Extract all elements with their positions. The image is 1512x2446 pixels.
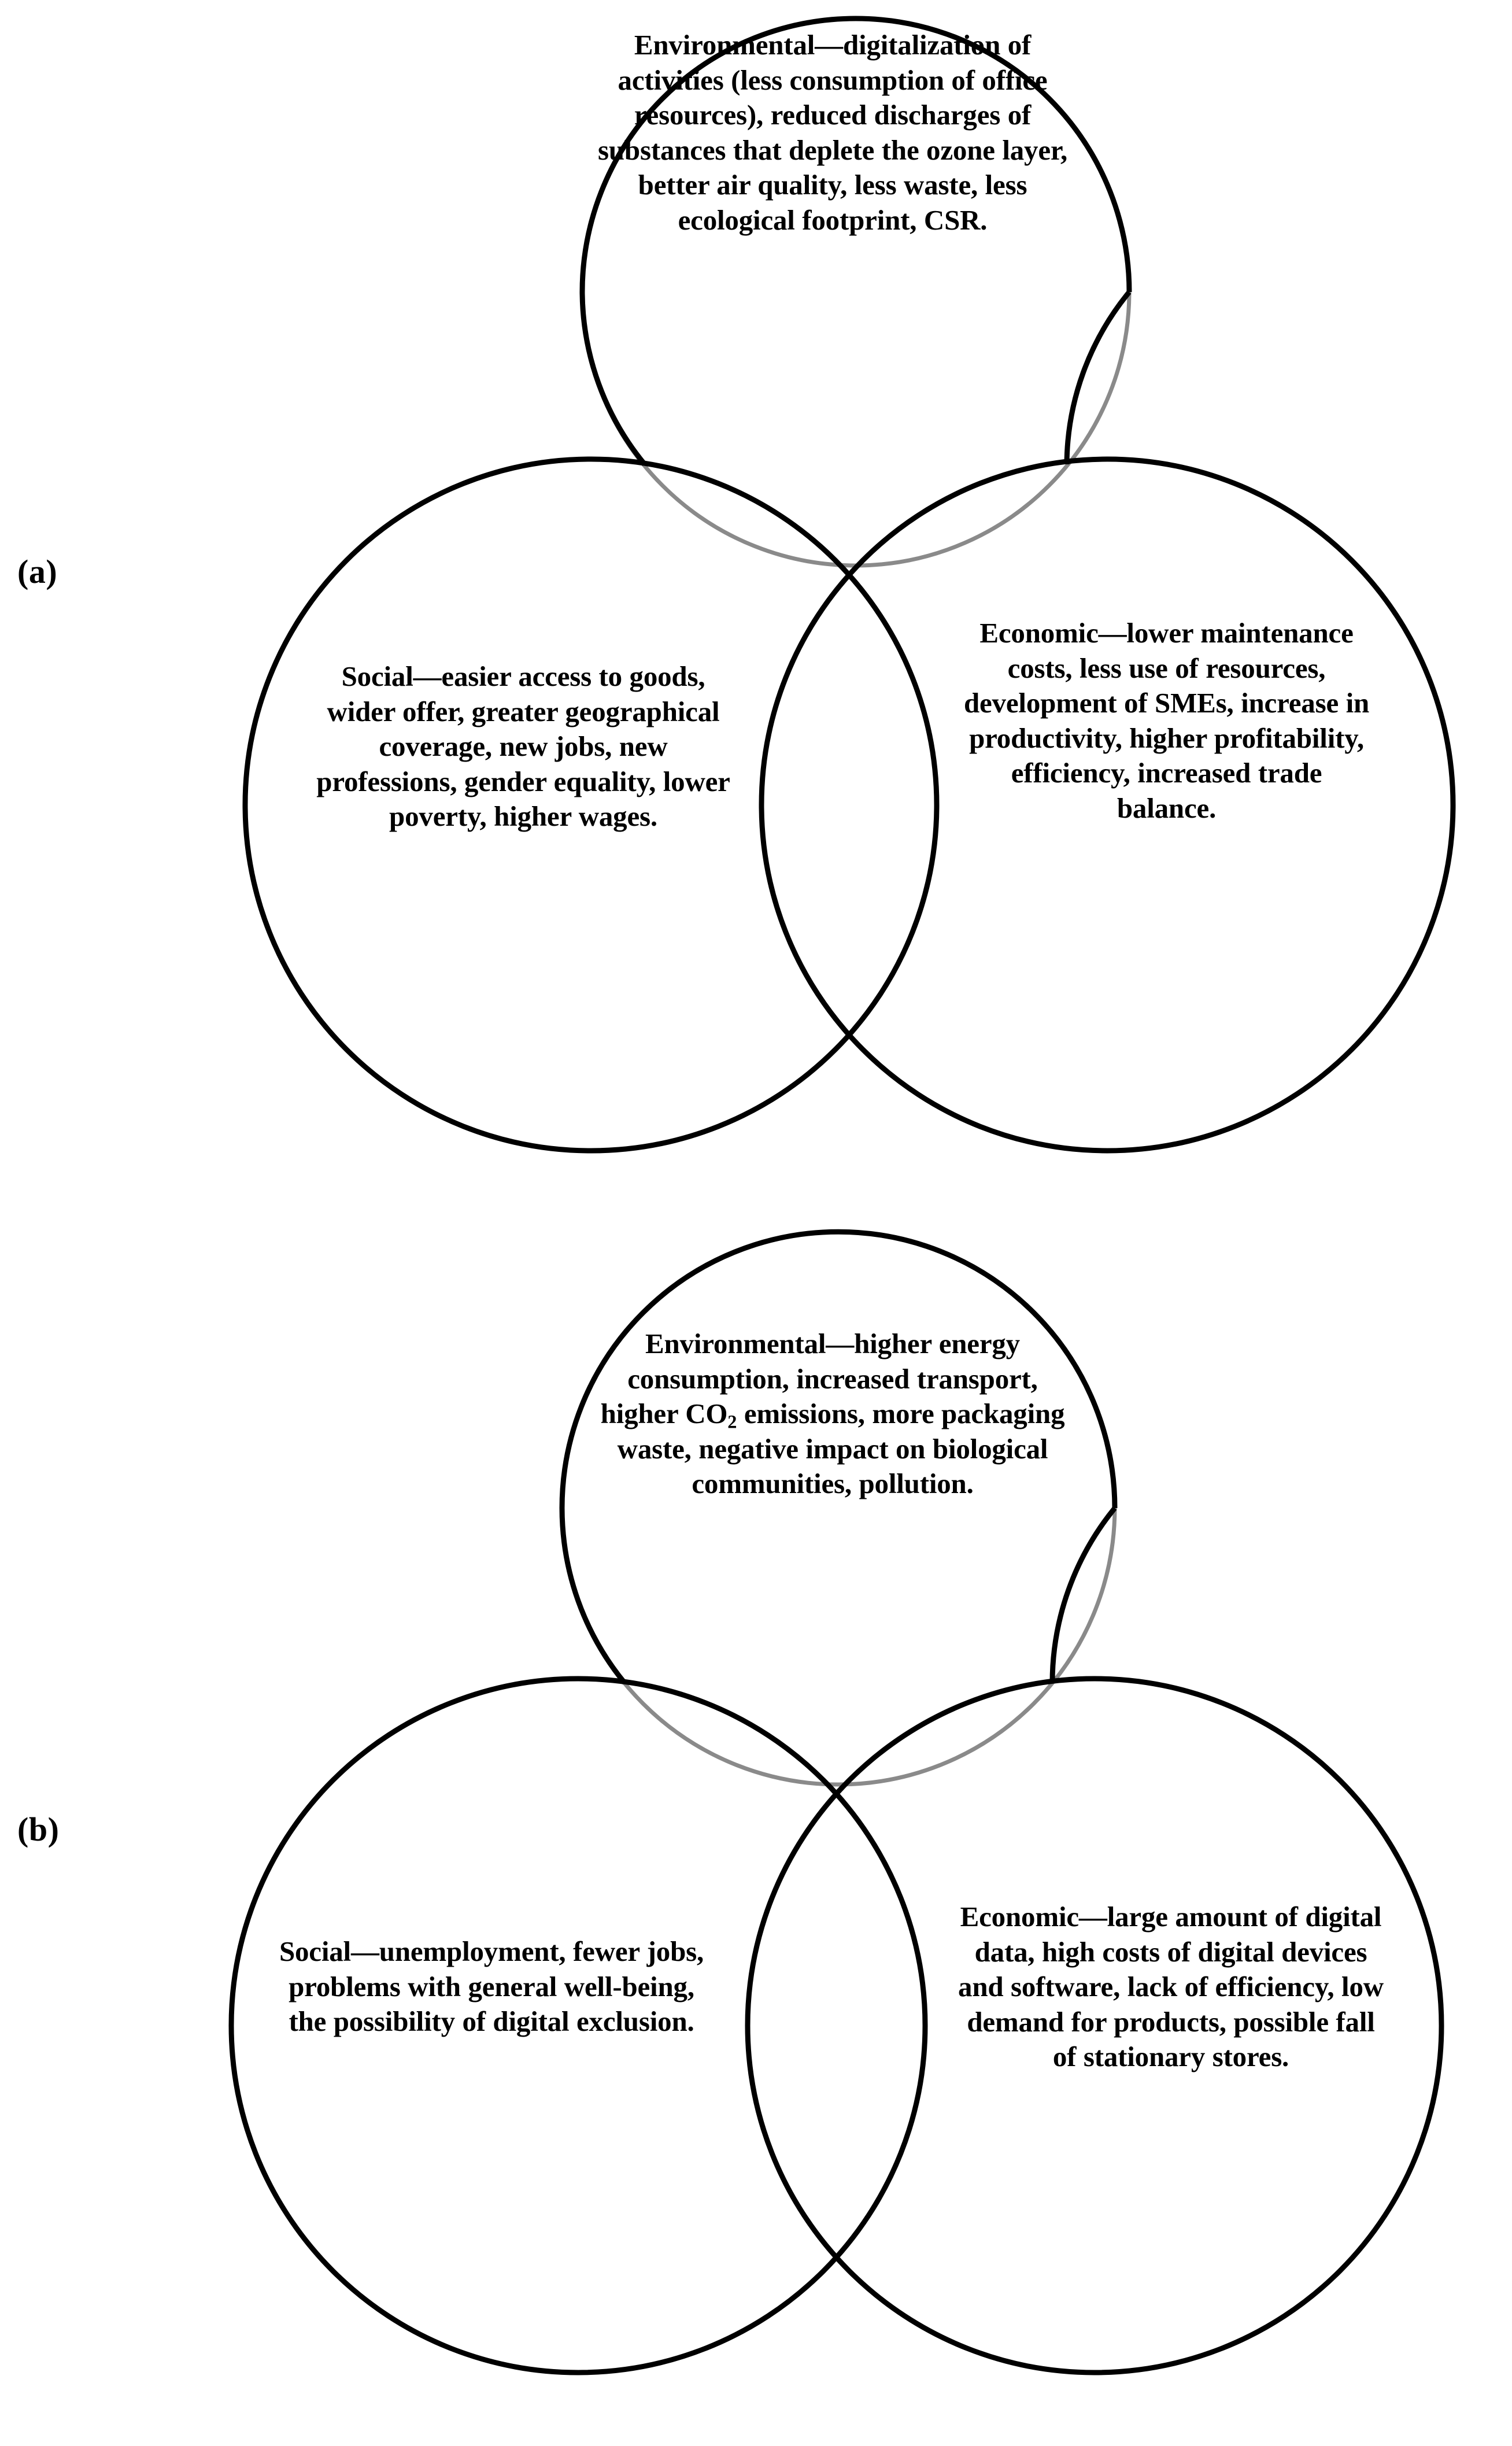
venn-circle-environmental-b-back: [560, 1229, 1117, 1787]
venn-circle-economic-b: [745, 1676, 1444, 2375]
venn-diagram-panel-a: Environmental—digitalization of activiti…: [0, 0, 1512, 1191]
venn-circle-environmental-a-front-right-tail: [1064, 290, 1132, 465]
venn-circle-social-a: [242, 456, 940, 1154]
venn-diagram-panel-b: Environmental—higher energy consumption,…: [0, 1214, 1512, 2446]
venn-text-co2-subscript: 2: [727, 1411, 737, 1432]
venn-circle-social-b: [228, 1676, 928, 2375]
venn-circle-economic-a: [759, 456, 1456, 1154]
venn-text-environmental-b-part1: Environmental—higher energy consumption,…: [600, 1328, 1038, 1429]
venn-text-social-a: Social—easier access to goods, wider off…: [316, 660, 730, 832]
venn-circle-environmental-a-front: [579, 16, 1132, 293]
venn-circle-environmental-b-front: [559, 1229, 1118, 1509]
venn-circle-environmental-b-front-left-tail: [559, 1507, 627, 1684]
venn-text-environmental-b: Environmental—higher energy consumption,…: [598, 1327, 1067, 1502]
venn-text-economic-b: Economic—large amount of digital data, h…: [958, 1901, 1384, 2072]
venn-text-environmental-b-part2: emissions, more packaging waste, negativ…: [617, 1398, 1065, 1499]
venn-circles-b: [228, 1229, 1444, 2375]
venn-text-social-b: Social—unemployment, fewer jobs, problem…: [279, 1935, 704, 2037]
venn-circle-environmental-b-front-right-tail: [1049, 1506, 1117, 1683]
panel-label-b: (b): [17, 1811, 60, 1848]
venn-text-economic-a: Economic—lower maintenance costs, less u…: [963, 617, 1370, 824]
venn-circle-environmental-a-front-left-tail: [579, 291, 647, 466]
venn-circles-a: [242, 16, 1456, 1154]
panel-label-a: (a): [17, 553, 58, 590]
venn-text-environmental-a: Environmental—digitalization of activiti…: [597, 29, 1068, 236]
